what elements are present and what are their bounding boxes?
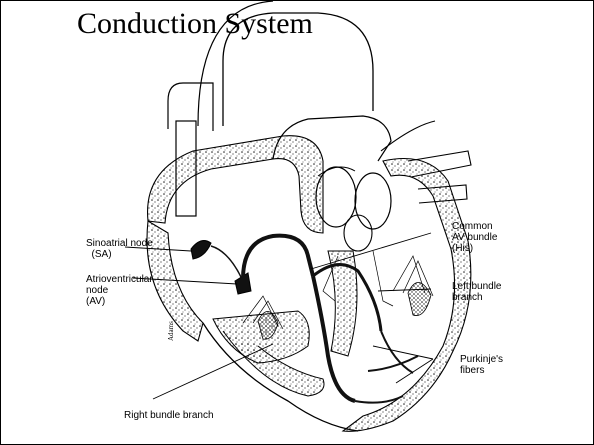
label-left-bundle-branch: Left bundle branch (452, 281, 502, 303)
sa-node (191, 241, 211, 259)
label-his-bundle: Common AV bundle (His) (452, 221, 497, 254)
right-atrium (148, 136, 323, 233)
superior-vena-cava (168, 83, 213, 131)
slide-title: Conduction System (77, 7, 313, 41)
label-purkinje-fibers: Purkinje's fibers (460, 354, 503, 376)
label-av-node: Atrioventricular node (AV) (86, 274, 153, 307)
bundle-of-his (243, 236, 313, 279)
artist-signature: Adams (167, 321, 175, 341)
label-sa-node: Sinoatrial node (SA) (86, 238, 153, 260)
label-right-bundle-branch: Right bundle branch (124, 410, 214, 421)
